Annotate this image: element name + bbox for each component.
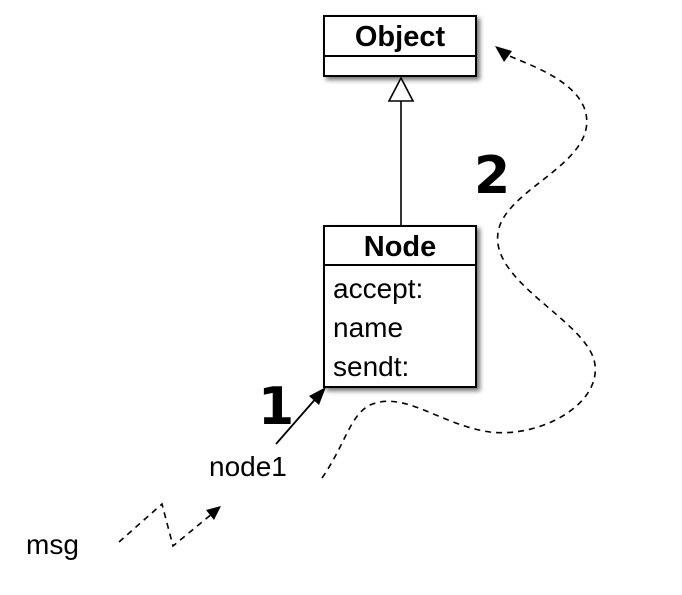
node-member-name: name xyxy=(333,312,403,343)
node-class-name: Node xyxy=(364,231,437,263)
object-class-name: Object xyxy=(355,21,446,53)
instance-label: node1 xyxy=(209,451,287,482)
inheritance-arrow xyxy=(387,76,415,226)
message-send-arrow xyxy=(118,502,221,548)
node-member-sendt: sendt: xyxy=(333,351,409,382)
inheritance-triangle-icon xyxy=(387,76,415,102)
message-arrowhead-icon xyxy=(206,506,221,520)
node-class-box: Node accept: name sendt: xyxy=(323,225,477,388)
object-class-box: Object xyxy=(323,15,477,77)
step-2-label: 2 xyxy=(474,146,510,206)
arrowhead-icon xyxy=(309,387,326,405)
instance-of-arrow xyxy=(275,387,326,445)
message-label: msg xyxy=(26,529,79,560)
node-member-accept: accept: xyxy=(333,273,423,304)
lookup-arrowhead-icon xyxy=(495,46,512,62)
method-lookup-path xyxy=(321,46,596,479)
step-1-label: 1 xyxy=(258,377,294,437)
